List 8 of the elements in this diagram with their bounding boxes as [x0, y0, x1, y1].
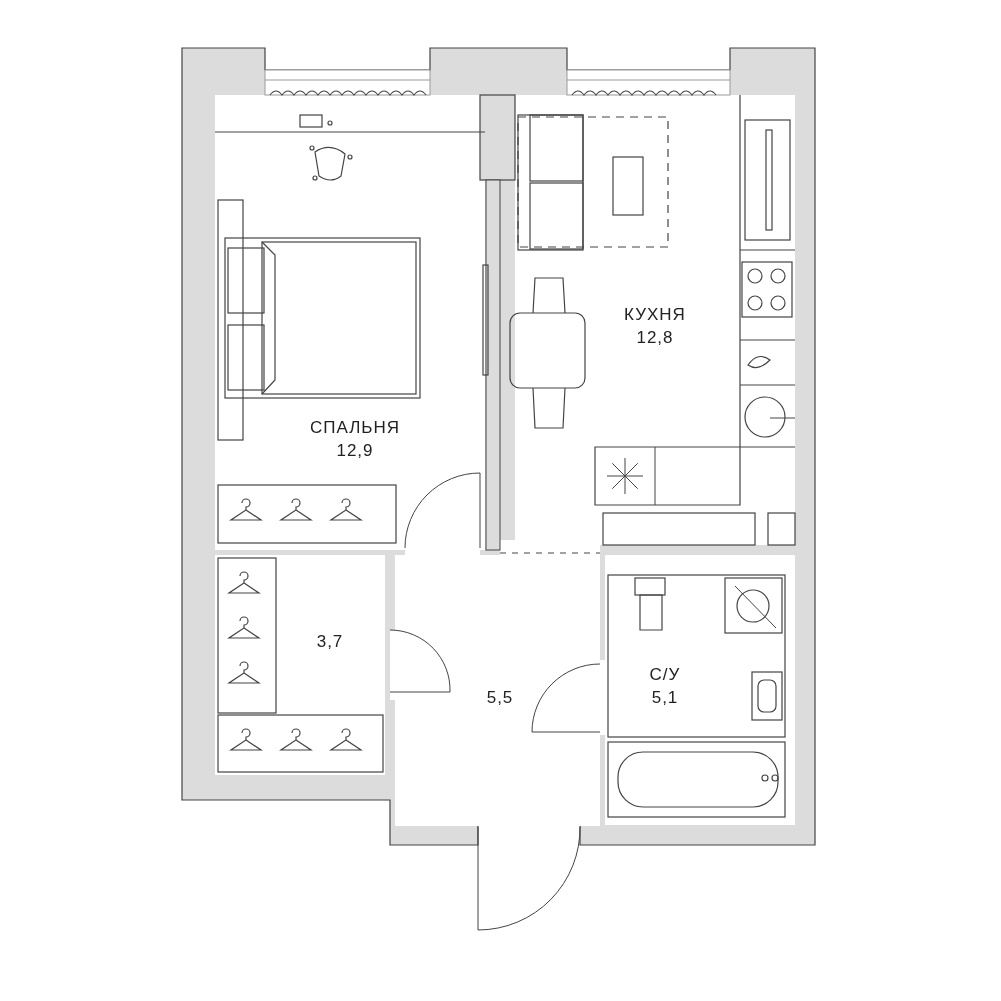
room-area: 3,7	[316, 632, 344, 652]
room-name: С/У	[649, 665, 681, 685]
room-name: КУХНЯ	[624, 305, 686, 325]
room-area: 12,9	[336, 441, 374, 461]
room-name: СПАЛЬНЯ	[309, 418, 401, 438]
room-area: 5,5	[486, 688, 514, 708]
room-area: 5,1	[651, 688, 679, 708]
room-area: 12,8	[636, 328, 674, 348]
